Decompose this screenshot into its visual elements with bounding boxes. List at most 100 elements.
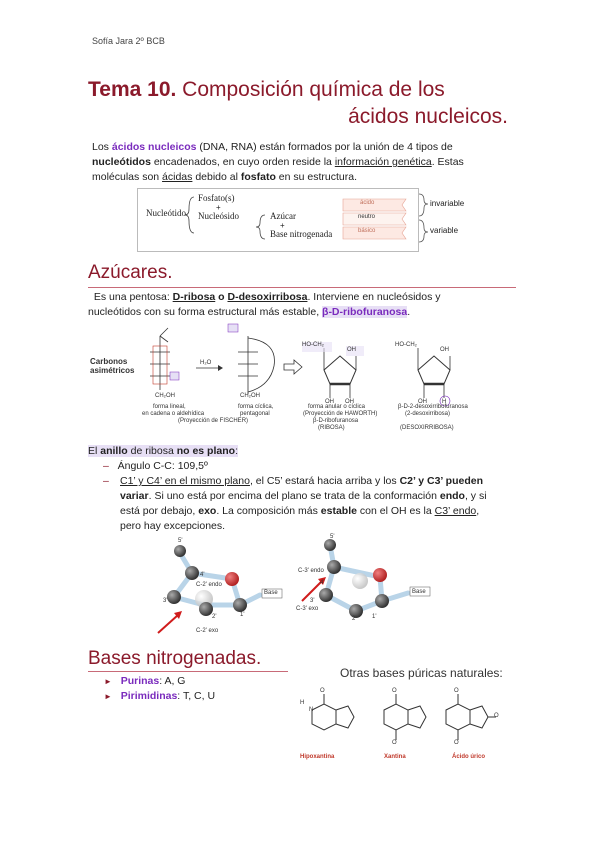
intro-info: información genética [334,156,432,168]
scheme-acido: ácido [360,200,375,206]
pirimidinas-label: Pirimidinas [120,690,178,702]
anillo-exo: exo [198,505,217,517]
anillo-item-2: – C1’ y C4’ en el mismo plano, el C5’ es… [103,475,487,532]
anillo-item2h: . La composición más [216,505,321,517]
xant-o: O [392,688,397,694]
intro-nucleotidos: nucleótidos [92,156,151,168]
anillo-item2c: C2’ y C3’ pueden [399,475,484,487]
c2-endo-model [157,545,283,634]
fig2-left-2: 2' [212,614,217,620]
purine-structures [311,694,496,740]
page-title: Tema 10. Composición química de los ácid… [88,76,508,130]
intro-text-2: (DNA, RNA) están formados por la unión d… [196,141,453,153]
fig2-right-3: 3' [310,598,315,604]
otras-bases-title: Otras bases púricas naturales: [340,666,503,680]
fig1-h2o: H₂O [200,360,212,366]
anillo-noplano: no es plano [176,445,236,457]
fig1-fischer-cap3: (Proyección de FISCHER) [178,418,249,424]
fig2-c3exo: C-3' exo [296,606,319,612]
scheme-azucar: Azúcar [270,211,296,221]
fig1-h: H [442,399,447,405]
intro-text: Los [92,141,112,153]
scheme-nucleotido: Nucleótido [146,208,186,218]
hipo-o: O [320,688,325,694]
title-line2: ácidos nucleicos. [348,105,508,128]
scheme-nucleosido: Nucleósido [198,211,239,221]
fig2-base-left: Base [264,590,278,596]
fig1-desoxi-cap2: (2-desoxirribosa) [405,411,451,417]
az-text-3: nucleótidos con su forma estructural más… [88,306,323,318]
title-bold: Tema 10. [88,78,177,101]
fig1-desoxi-cap3: (DESOXIRRIBOSA) [400,425,454,431]
fig1-hoch2-1: HO-CH₂ [302,342,324,348]
fig1-cyclic-cap1: forma cíclica, [238,404,274,410]
scheme-plus-1: + [216,203,221,212]
fischer-projection [150,327,180,390]
urico-o3: O [494,713,499,719]
az-text-2: . Interviene en nucleósidos y [307,291,441,303]
intro-text-7: en su estructura. [275,171,357,183]
intro-fosfato: fosfato [240,171,276,183]
bases-purinas: ► Purinas: A, G [104,674,185,689]
fig2-c3endo: C-3' endo [298,568,324,574]
scheme-plus-2: + [280,221,285,230]
fig1-oh-5: OH [418,399,427,405]
bases-divider [88,671,288,672]
anillo-item1-text: Ángulo C-C: 109,5º [117,460,208,472]
fig1-oh-2: OH [325,399,334,405]
fig2-base-right: Base [412,589,426,595]
pirimidinas-value: : T, C, U [177,690,216,702]
c3-endo-model [301,539,431,618]
anillo-item2f: , y si [464,490,487,502]
fig2-left-1: 1' [240,612,245,618]
anillo-item2a: C1’ y C4’ en el mismo plano [120,475,250,487]
haworth-projection [302,342,364,398]
intro-text-5: moléculas son [92,171,163,183]
anillo-item2j: , [476,505,480,517]
fig1-asimetricos: asimétricos [90,366,135,375]
scheme-base: Base nitrogenada [270,229,333,239]
fig1-haworth-cap3: β-D-ribofuranosa [313,418,359,424]
xantina-label: Xantina [384,754,406,760]
fig1-fischer-cap2: en cadena o aldehídica [142,411,205,417]
intro-text-4: . Estas [431,156,464,168]
anillo-text-3: : [235,445,238,457]
anillo-item2e: . Si uno está por encima del plano se tr… [148,490,440,502]
fig2-right-4: 4' [320,580,325,586]
scheme-variable: variable [430,226,459,235]
author-name: Sofía Jara 2º BCB [92,36,165,46]
anillo-item2d: variar [120,490,149,502]
bases-pirimidinas: ► Pirimidinas: T, C, U [104,689,215,704]
az-beta: β-D-ribofuranosa [322,306,408,318]
bullet-icon: ► [104,692,112,701]
ribose-figure [150,323,451,407]
azucares-paragraph: Es una pentosa: D-ribosa o D-desoxirribo… [88,290,518,320]
fig1-oh-3: OH [345,399,354,405]
xantina-structure [383,694,427,740]
fig2-left-5: 5' [178,538,183,544]
anillo-item2i: con el OH es la [356,505,435,517]
section-bases-heading: Bases nitrogenadas. [88,648,262,669]
anillo-estable: estable [320,505,357,517]
az-text-1: Es una pentosa: [93,291,173,303]
fig1-desoxi-cap1: β-D-2-desoxirribofuranosa [398,404,468,410]
intro-text-3: encadenados, en cuyo orden reside la [150,156,335,168]
fig1-haworth-cap1: forma anular o cíclica [308,404,366,410]
hipoxantina-structure [311,694,355,731]
hipo-n: N [309,707,314,713]
intro-acidas: ácidas [162,171,193,183]
purinas-value: : A, G [159,675,186,687]
scheme-basico: básico [358,228,376,234]
anillo-item2k: pero hay excepciones. [120,520,226,532]
intro-acidos: ácidos nucleicos [111,141,197,153]
title-rest: Composición química de los [176,78,445,101]
acido-urico-structure [445,694,496,740]
fig1-hoch2-2: HO-CH₂ [395,342,417,348]
anillo-item-1: – Ángulo C-C: 109,5º [103,460,208,472]
fig1-fischer-cap1: forma lineal, [153,404,186,410]
scheme-braces [418,193,429,243]
fig1-haworth-cap4: (RIBOSA) [318,425,345,431]
desoxirribosa-projection [417,348,451,407]
fig1-oh-1: OH [347,347,356,353]
section-azucares-heading: Azúcares. [88,262,173,283]
